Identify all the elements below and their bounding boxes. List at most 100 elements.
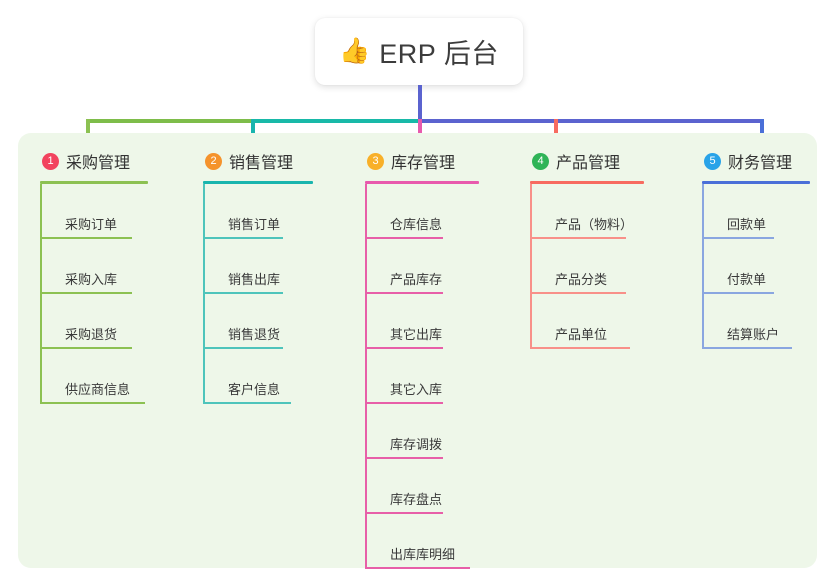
branch-item-label: 产品（物料） — [555, 217, 634, 232]
branch-header-1[interactable]: 1 采购管理 — [40, 147, 148, 175]
branch-index-badge: 1 — [42, 152, 59, 170]
branch-item[interactable]: 回款单 — [702, 184, 810, 239]
branch-item-rule — [530, 237, 626, 239]
branch-column-3: 3 库存管理仓库信息产品库存其它出库其它入库库存调拨库存盘点出库库明细 — [365, 147, 479, 569]
branch-index-badge: 3 — [367, 152, 384, 170]
branch-spine — [530, 184, 532, 349]
root-trunk-connector — [418, 85, 422, 121]
branch-item-label: 付款单 — [727, 272, 767, 287]
branch-title: 采购管理 — [66, 155, 131, 172]
branch-header-rule — [203, 181, 313, 184]
branch-item-label: 产品库存 — [390, 272, 443, 287]
branch-item-rule — [203, 402, 291, 404]
branch-item[interactable]: 销售订单 — [203, 184, 313, 239]
branch-header-3[interactable]: 3 库存管理 — [365, 147, 479, 175]
branch-item[interactable]: 仓库信息 — [365, 184, 479, 239]
branch-item[interactable]: 销售出库 — [203, 239, 313, 294]
branch-column-4: 4 产品管理产品（物料） 产品分类产品单位 — [530, 147, 644, 349]
branch-item[interactable]: 库存调拨 — [365, 404, 479, 459]
root-node[interactable]: 👍 ERP 后台 — [315, 18, 523, 85]
branch-item-label: 仓库信息 — [390, 217, 443, 232]
branch-item-list: 采购订单采购入库采购退货供应商信息 — [40, 184, 148, 404]
branch-header-rule — [530, 181, 644, 184]
branch-spine — [40, 184, 42, 404]
branch-title: 库存管理 — [391, 155, 456, 172]
branch-item[interactable]: 出库库明细 — [365, 514, 479, 569]
branch-item-rule — [203, 237, 283, 239]
branch-item-label: 销售订单 — [228, 217, 281, 232]
branch-item[interactable]: 其它出库 — [365, 294, 479, 349]
branch-item-label: 产品分类 — [555, 272, 608, 287]
branch-item-rule — [365, 237, 443, 239]
branch-item-rule — [365, 292, 443, 294]
branch-title: 销售管理 — [229, 155, 294, 172]
page-title: ERP 后台 — [379, 39, 499, 69]
branch-item-label: 库存盘点 — [390, 492, 443, 507]
branch-item-rule — [702, 347, 792, 349]
branch-header-rule — [365, 181, 479, 184]
branch-item[interactable]: 产品分类 — [530, 239, 644, 294]
branch-item[interactable]: 库存盘点 — [365, 459, 479, 514]
branch-index-badge: 2 — [205, 152, 222, 170]
branch-item[interactable]: 采购订单 — [40, 184, 148, 239]
branch-item-list: 产品（物料） 产品分类产品单位 — [530, 184, 644, 349]
branch-item-rule — [530, 347, 630, 349]
branch-item-label: 销售退货 — [228, 327, 281, 342]
branch-item-label: 其它入库 — [390, 382, 443, 397]
branch-column-1: 1 采购管理采购订单采购入库采购退货供应商信息 — [40, 147, 148, 404]
branch-header-4[interactable]: 4 产品管理 — [530, 147, 644, 175]
branch-item-rule — [702, 292, 774, 294]
branch-spine — [702, 184, 704, 349]
branch-item-label: 出库库明细 — [390, 547, 456, 562]
branch-header-rule — [40, 181, 148, 184]
branch-index-badge: 4 — [532, 152, 549, 170]
branch-index-badge: 5 — [704, 152, 721, 170]
thumbs-up-icon: 👍 — [339, 37, 371, 65]
branch-item-rule — [530, 292, 626, 294]
branch-item-rule — [203, 292, 283, 294]
connector-bus-segment-2 — [251, 119, 418, 123]
branch-item[interactable]: 采购退货 — [40, 294, 148, 349]
branch-item[interactable]: 供应商信息 — [40, 349, 148, 404]
branch-item-rule — [40, 292, 132, 294]
branch-item-rule — [40, 237, 132, 239]
branch-header-rule — [702, 181, 810, 184]
connector-bus-segment-3 — [418, 119, 764, 123]
branch-header-2[interactable]: 2 销售管理 — [203, 147, 313, 175]
branch-item-label: 产品单位 — [555, 327, 608, 342]
branch-item[interactable]: 销售退货 — [203, 294, 313, 349]
branch-title: 产品管理 — [556, 155, 621, 172]
branch-panel — [18, 133, 817, 568]
branch-item-rule — [203, 347, 283, 349]
branch-item-rule — [365, 402, 443, 404]
branch-item[interactable]: 付款单 — [702, 239, 810, 294]
branch-item[interactable]: 其它入库 — [365, 349, 479, 404]
branch-item-label: 回款单 — [727, 217, 767, 232]
branch-item-list: 仓库信息产品库存其它出库其它入库库存调拨库存盘点出库库明细 — [365, 184, 479, 569]
branch-item[interactable]: 采购入库 — [40, 239, 148, 294]
branch-spine — [365, 184, 367, 569]
branch-item-rule — [702, 237, 774, 239]
branch-item-label: 采购退货 — [65, 327, 118, 342]
branch-item-rule — [40, 402, 145, 404]
branch-item-label: 供应商信息 — [65, 382, 131, 397]
branch-item[interactable]: 客户信息 — [203, 349, 313, 404]
branch-item-label: 其它出库 — [390, 327, 443, 342]
branch-item-label: 采购订单 — [65, 217, 118, 232]
branch-item[interactable]: 结算账户 — [702, 294, 810, 349]
branch-item-list: 销售订单销售出库销售退货客户信息 — [203, 184, 313, 404]
branch-item-label: 采购入库 — [65, 272, 118, 287]
branch-item-rule — [40, 347, 132, 349]
branch-spine — [203, 184, 205, 404]
branch-item-rule — [365, 347, 443, 349]
branch-item-label: 库存调拨 — [390, 437, 443, 452]
branch-item[interactable]: 产品库存 — [365, 239, 479, 294]
branch-item-rule — [365, 457, 443, 459]
branch-item[interactable]: 产品（物料） — [530, 184, 644, 239]
branch-item[interactable]: 产品单位 — [530, 294, 644, 349]
branch-item-rule — [365, 567, 470, 569]
branch-item-label: 客户信息 — [228, 382, 281, 397]
